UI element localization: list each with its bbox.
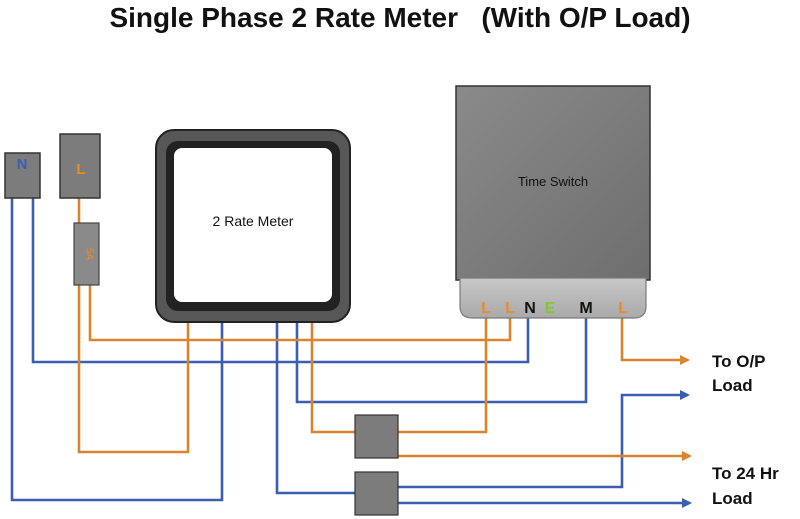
op-load-label-line2: Load <box>712 376 753 395</box>
meter-label: 2 Rate Meter <box>213 213 294 229</box>
live-wire-fuse-to-meter <box>77 284 190 454</box>
hr24-load-label-line1: To 24 Hr <box>712 464 779 483</box>
neutral-wire-meter-to-contactor <box>275 320 356 495</box>
live-terminal-block: L <box>59 133 101 199</box>
op-load-label-line1: To O/P <box>712 352 766 371</box>
neutral-wire-supply-to-meter <box>10 198 224 502</box>
hr24-load-label-line2: Load <box>712 489 753 508</box>
live-wire-fuse-to-timeswitch <box>88 284 512 342</box>
time-switch: Time Switch L L N E M L <box>455 85 651 319</box>
time-switch-terminal-l2: L <box>505 300 515 317</box>
time-switch-terminal-l1: L <box>481 300 491 317</box>
lower-junction-block <box>354 471 399 516</box>
neutral-wire-24hr-out <box>397 390 690 489</box>
time-switch-label: Time Switch <box>518 174 588 189</box>
neutral-wire-block-to-timeswitch <box>31 198 530 364</box>
time-switch-terminal-l3: L <box>618 300 628 317</box>
fuse: 5A <box>73 222 100 286</box>
page-title: Single Phase 2 Rate Meter (With O/P Load… <box>109 2 691 33</box>
neutral-wire-meter-to-timeswitch-m <box>295 318 588 404</box>
neutral-terminal-block: N <box>4 152 41 199</box>
fuse-label: 5A <box>84 248 95 261</box>
neutral-terminal-label: N <box>17 156 28 173</box>
time-switch-terminal-strip <box>459 277 647 319</box>
time-switch-terminal-e: E <box>545 300 556 317</box>
time-switch-terminal-n: N <box>524 300 536 317</box>
two-rate-meter: 2 Rate Meter <box>155 129 351 323</box>
live-terminal-label: L <box>76 161 85 178</box>
upper-junction-block <box>354 414 399 459</box>
live-wire-meter-to-contactor <box>310 320 356 434</box>
live-wire-contactor-to-timeswitch <box>397 318 488 434</box>
live-wire-op-out <box>620 318 690 365</box>
time-switch-terminal-m: M <box>579 300 592 317</box>
